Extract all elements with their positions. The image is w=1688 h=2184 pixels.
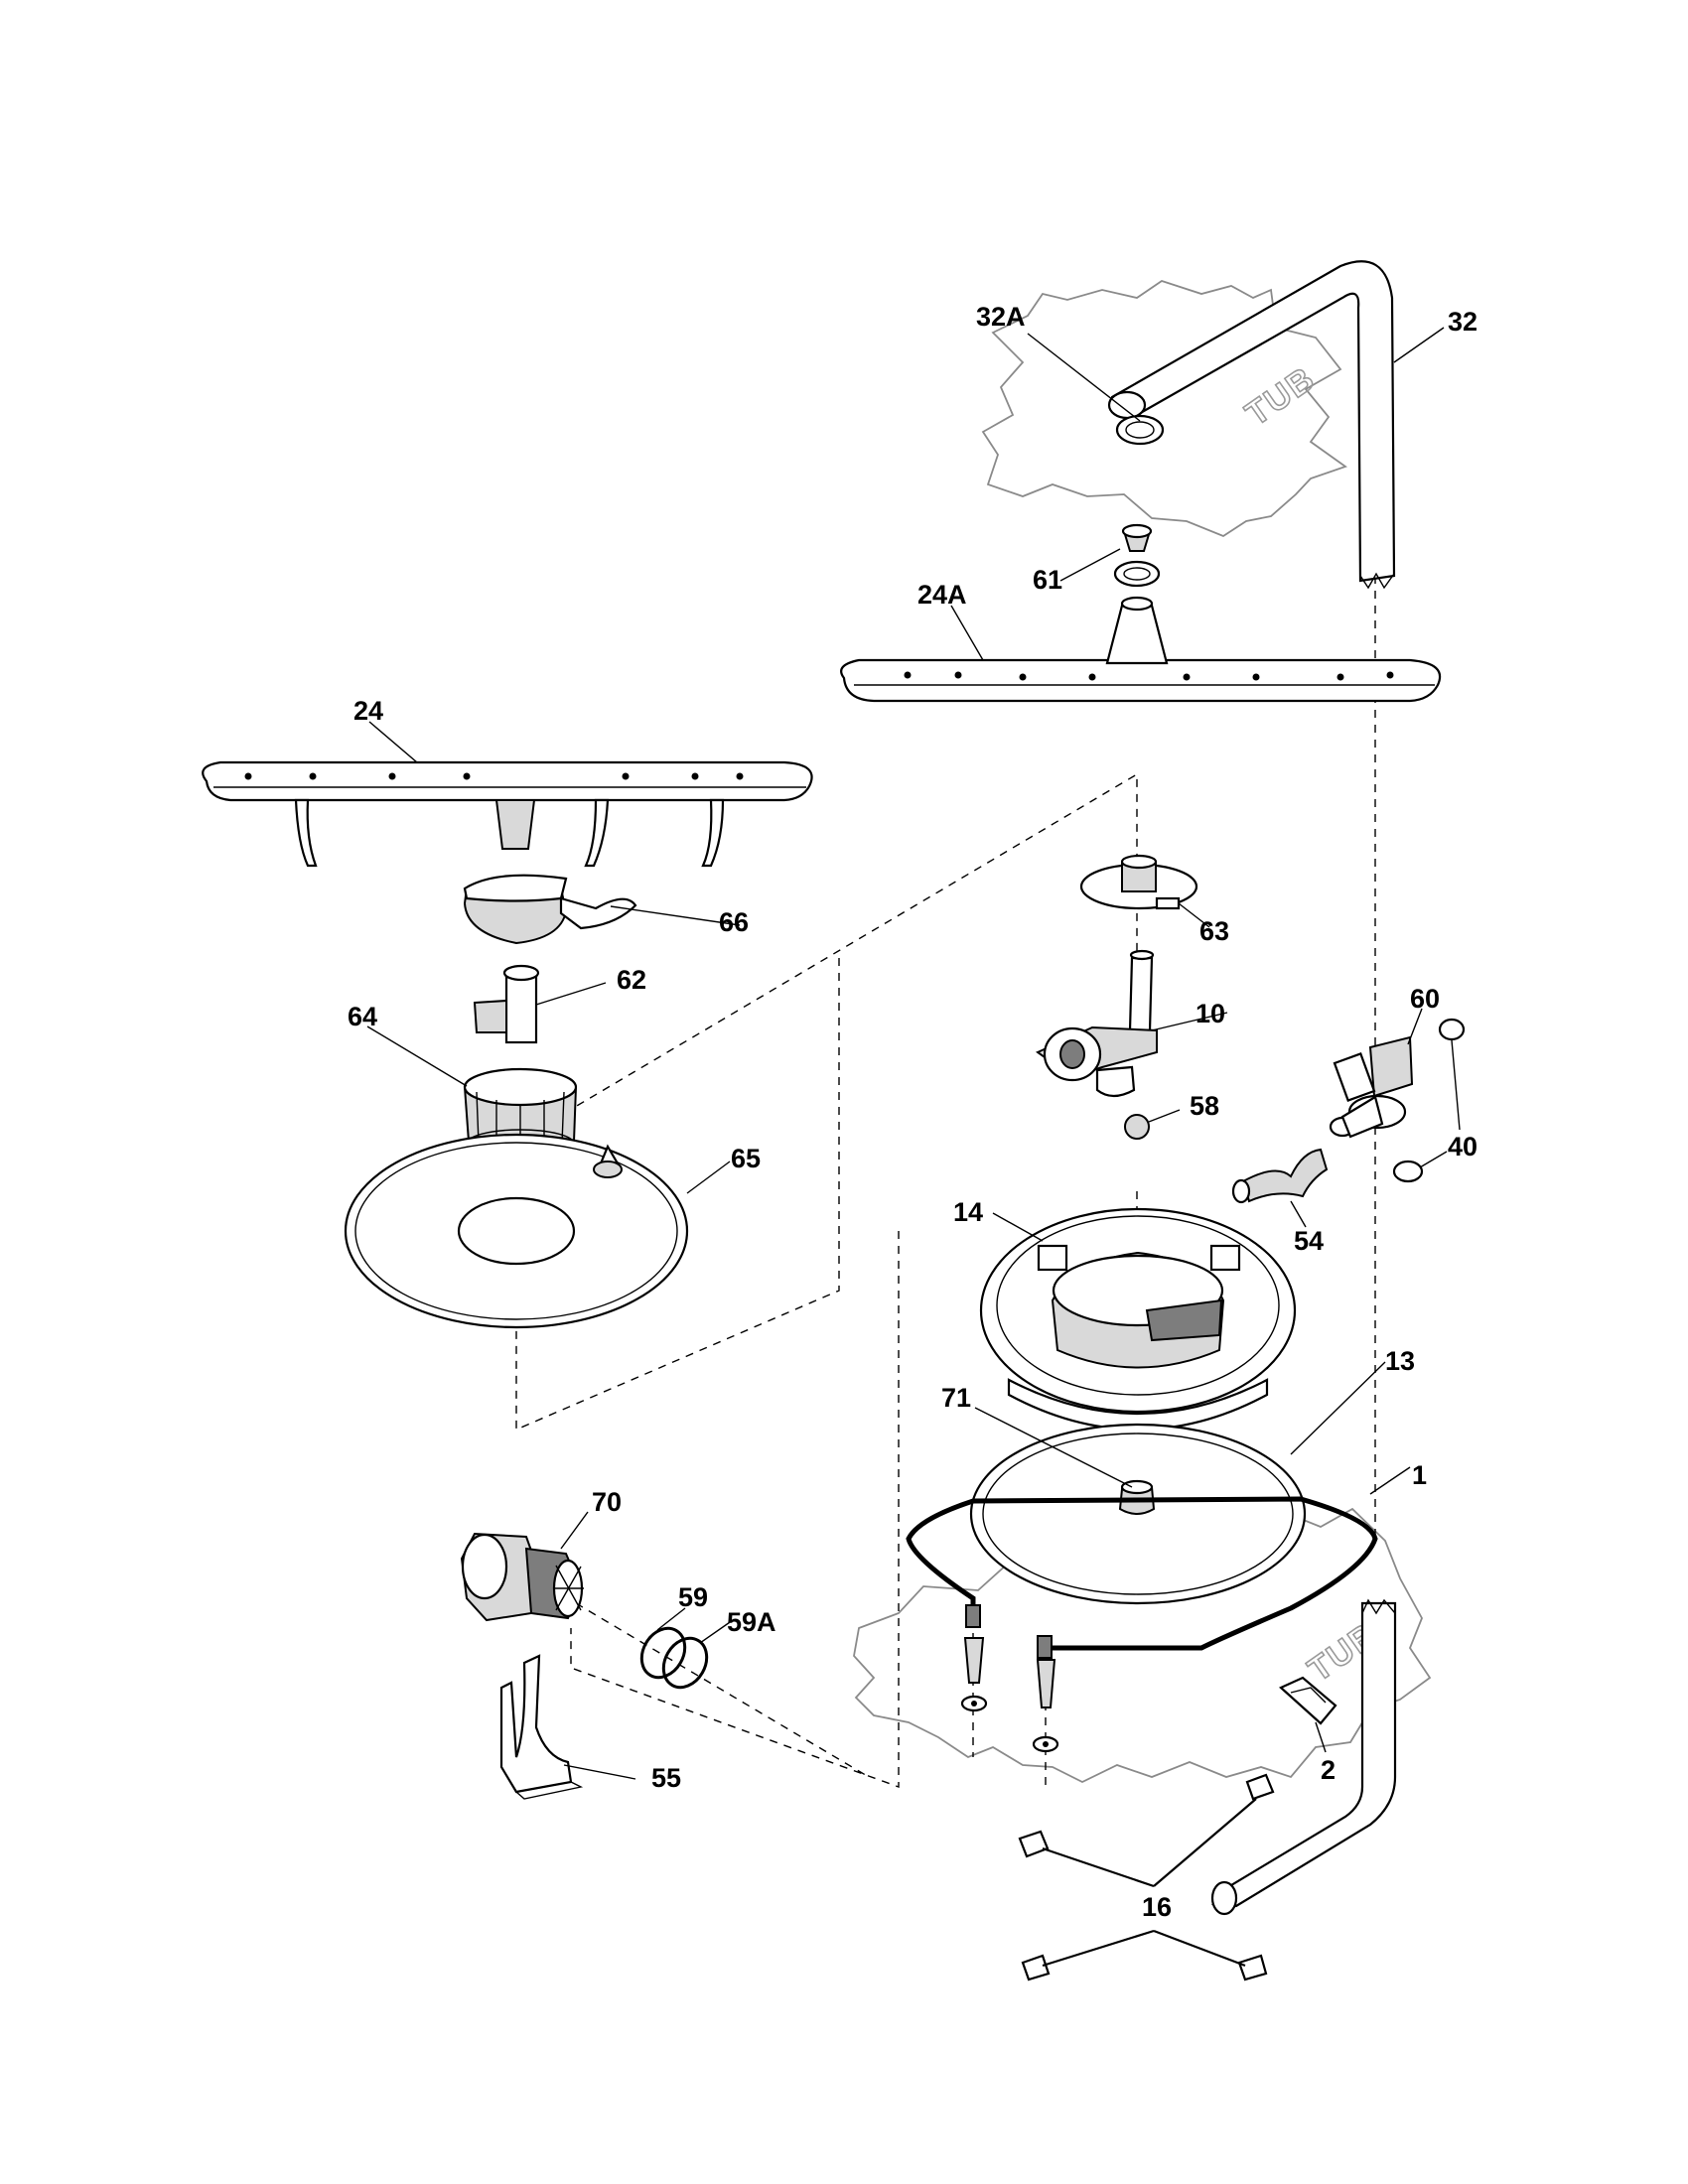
callout-10: 10	[1196, 999, 1225, 1028]
callout-24: 24	[353, 696, 383, 726]
pump-motor	[460, 1532, 584, 1622]
callout-55: 55	[651, 1763, 681, 1793]
callout-32: 32	[1448, 307, 1477, 337]
callout-54: 54	[1294, 1226, 1324, 1256]
callout-71: 71	[941, 1383, 971, 1413]
callout-64: 64	[348, 1002, 377, 1031]
pump-cover	[1079, 854, 1198, 910]
callout-61: 61	[1033, 565, 1062, 595]
callout-14: 14	[953, 1197, 983, 1227]
water-valve	[1329, 1035, 1414, 1139]
leader-lines	[366, 327, 1461, 1780]
element-bracket	[1279, 1676, 1337, 1725]
sump-housing	[979, 1207, 1297, 1431]
callout-70: 70	[592, 1487, 622, 1517]
lower-spray-arm	[202, 760, 813, 868]
pump-o-rings	[639, 1626, 709, 1690]
callout-58: 58	[1190, 1091, 1219, 1121]
upper-spray-arm	[840, 596, 1442, 703]
callout-24a: 24A	[917, 580, 967, 610]
tube-seal-ring	[1115, 414, 1165, 446]
callout-1: 1	[1412, 1460, 1427, 1490]
motor-bracket	[499, 1654, 584, 1800]
callout-66: 66	[719, 907, 749, 937]
callout-59: 59	[678, 1582, 708, 1612]
callout-63: 63	[1199, 916, 1229, 946]
callout-40: 40	[1448, 1132, 1477, 1161]
feed-tube	[1107, 260, 1396, 590]
heating-element	[906, 1496, 1378, 1659]
callout-60: 60	[1410, 984, 1440, 1014]
callout-16: 16	[1142, 1892, 1172, 1922]
callout-59a: 59A	[727, 1607, 776, 1637]
callout-62: 62	[617, 965, 646, 995]
hose-clamp	[1392, 1018, 1466, 1183]
callout-2: 2	[1321, 1755, 1336, 1785]
filter-screen	[344, 1133, 689, 1329]
callout-32a: 32A	[976, 302, 1026, 332]
drain-hose-lower	[1210, 1598, 1397, 1916]
callout-labels: 32A 32 61 24A 24 66 63 62 10 60 64 65 58…	[348, 302, 1477, 1922]
element-fasteners	[960, 1637, 1059, 1753]
arm-bearing	[463, 874, 637, 945]
leveling-feet	[1018, 1773, 1275, 1981]
arm-nut	[1113, 523, 1161, 588]
check-ball	[1124, 1114, 1150, 1140]
standpipe	[473, 964, 540, 1044]
tub-watermark-upper: TUB	[1239, 359, 1323, 434]
callout-65: 65	[731, 1144, 761, 1173]
diverter-housing	[1036, 949, 1158, 1098]
callout-13: 13	[1385, 1346, 1415, 1376]
inlet-hose	[1231, 1148, 1329, 1204]
